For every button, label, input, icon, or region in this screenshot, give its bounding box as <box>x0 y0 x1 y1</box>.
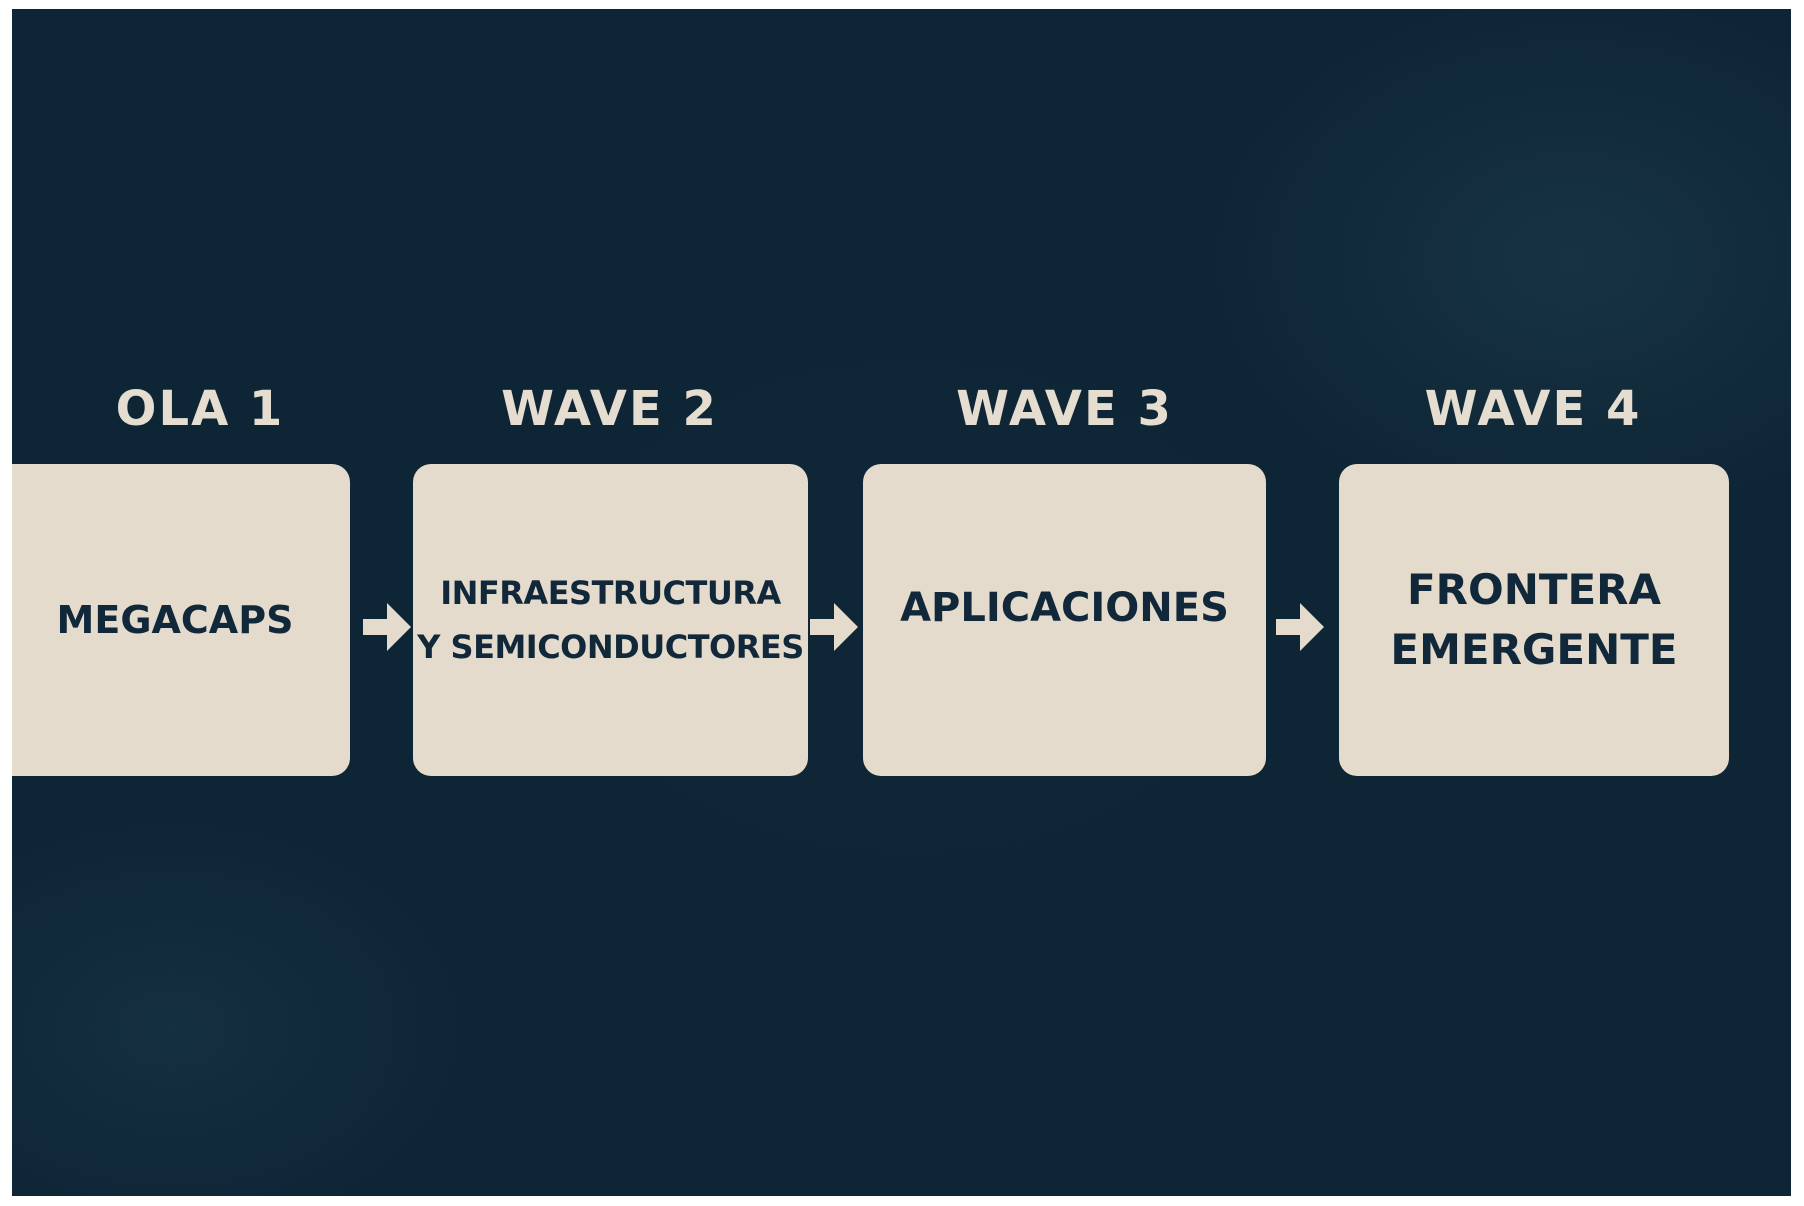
stage-3-card: APLICACIONES <box>863 464 1266 776</box>
right-arrow-icon <box>363 603 411 651</box>
stage-1-label: OLA 1 <box>115 381 285 437</box>
stage-1-text: MEGACAPS <box>56 598 294 642</box>
diagram-canvas: OLA 1 WAVE 2 WAVE 3 WAVE 4 MEGACAPS INFR… <box>12 9 1791 1196</box>
stage-4-text: FRONTERA EMERGENTE <box>1390 565 1678 674</box>
stage-1-card: MEGACAPS <box>12 464 350 776</box>
stage-4-label: WAVE 4 <box>1424 381 1642 437</box>
stage-2-label: WAVE 2 <box>501 381 718 437</box>
stage-4-card: FRONTERA EMERGENTE <box>1339 464 1729 776</box>
right-arrow-icon <box>1276 603 1324 651</box>
stage-3-text: APLICACIONES <box>900 585 1229 631</box>
stage-2-card: INFRAESTRUCTURA Y SEMICONDUCTORES <box>413 464 808 776</box>
right-arrow-icon <box>810 603 858 651</box>
stage-3-label: WAVE 3 <box>956 381 1173 437</box>
stage-2-text: INFRAESTRUCTURA Y SEMICONDUCTORES <box>417 574 804 666</box>
